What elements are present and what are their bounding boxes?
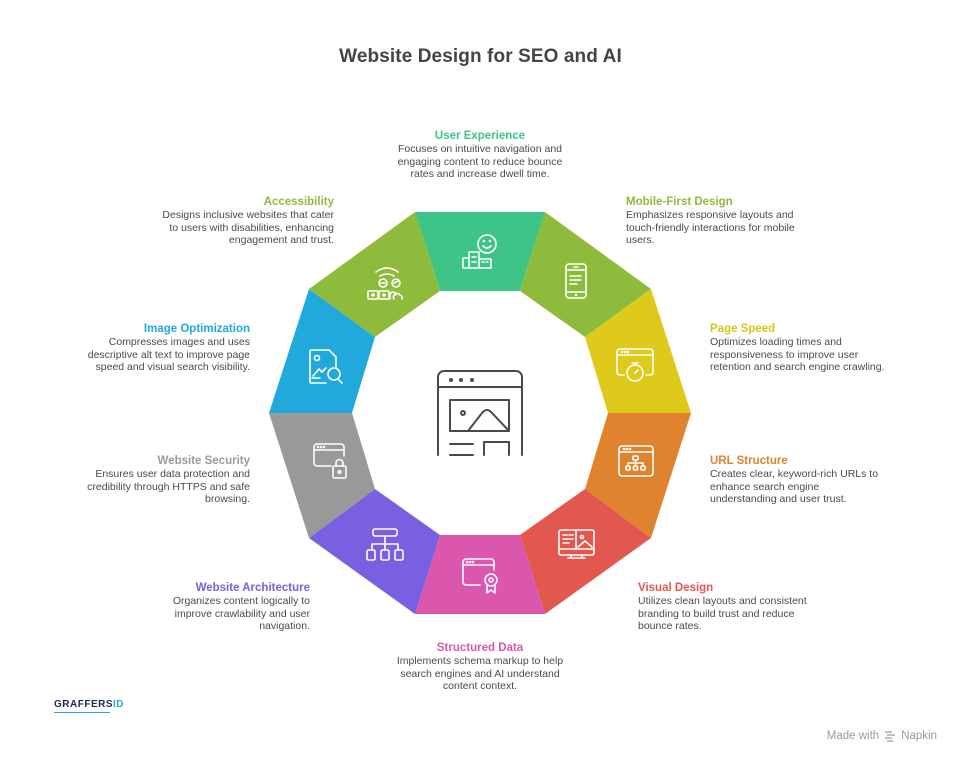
logo-underline xyxy=(54,712,110,714)
heading-url-structure: URL Structure xyxy=(710,455,788,467)
segment-image-optimization xyxy=(269,289,375,413)
browser-lock-icon xyxy=(313,443,347,479)
hierarchy-icon xyxy=(366,528,404,561)
label-website-security: Website Security Ensures user data prote… xyxy=(50,454,250,506)
heading-website-architecture: Website Architecture xyxy=(195,582,310,594)
label-structured-data: Structured Data Implements schema markup… xyxy=(380,641,580,693)
heading-website-security: Website Security xyxy=(157,455,250,467)
heading-page-speed: Page Speed xyxy=(710,323,776,335)
label-url-structure: URL Structure Creates clear, keyword-ric… xyxy=(710,454,910,506)
napkin-logo-icon xyxy=(885,731,896,742)
monitor-layout-icon xyxy=(558,529,595,559)
heading-user-experience: User Experience xyxy=(434,130,526,142)
segment-website-security xyxy=(269,413,375,538)
label-visual-design: Visual Design Utilizes clean layouts and… xyxy=(638,581,838,633)
smartphone-icon xyxy=(565,263,587,299)
segment-structured-data xyxy=(415,535,545,614)
label-image-optimization: Image Optimization Compresses images and… xyxy=(50,322,250,374)
browser-badge-icon xyxy=(462,558,498,594)
label-mobile-first: Mobile-First Design Emphasizes responsiv… xyxy=(626,195,826,247)
image-search-icon xyxy=(309,349,343,384)
browser-stopwatch-icon xyxy=(616,348,654,382)
diagram-title: Website Design for SEO and AI xyxy=(339,46,622,67)
made-with-napkin[interactable]: Made with Napkin xyxy=(826,730,937,742)
segment-user-experience xyxy=(415,212,545,291)
heading-image-optimization: Image Optimization xyxy=(143,323,250,335)
inclusive-users-icon xyxy=(367,267,403,300)
label-page-speed: Page Speed Optimizes loading times and r… xyxy=(710,322,910,374)
webpage-layout-icon xyxy=(437,370,523,456)
segment-accessibility xyxy=(309,212,440,337)
segment-page-speed xyxy=(585,289,691,413)
segment-visual-design xyxy=(520,489,651,614)
browser-sitemap-icon xyxy=(618,445,654,477)
happy-customer-icon xyxy=(462,234,497,269)
heading-mobile-first: Mobile-First Design xyxy=(626,196,733,208)
heading-visual-design: Visual Design xyxy=(638,582,714,594)
label-accessibility: Accessibility Designs inclusive websites… xyxy=(134,195,334,247)
label-user-experience: User Experience Focuses on intuitive nav… xyxy=(380,129,580,181)
label-website-architecture: Website Architecture Organizes content l… xyxy=(110,581,310,633)
heading-structured-data: Structured Data xyxy=(436,642,524,654)
graffersid-logo: GRAFFERSID xyxy=(54,699,124,714)
heading-accessibility: Accessibility xyxy=(263,196,334,208)
